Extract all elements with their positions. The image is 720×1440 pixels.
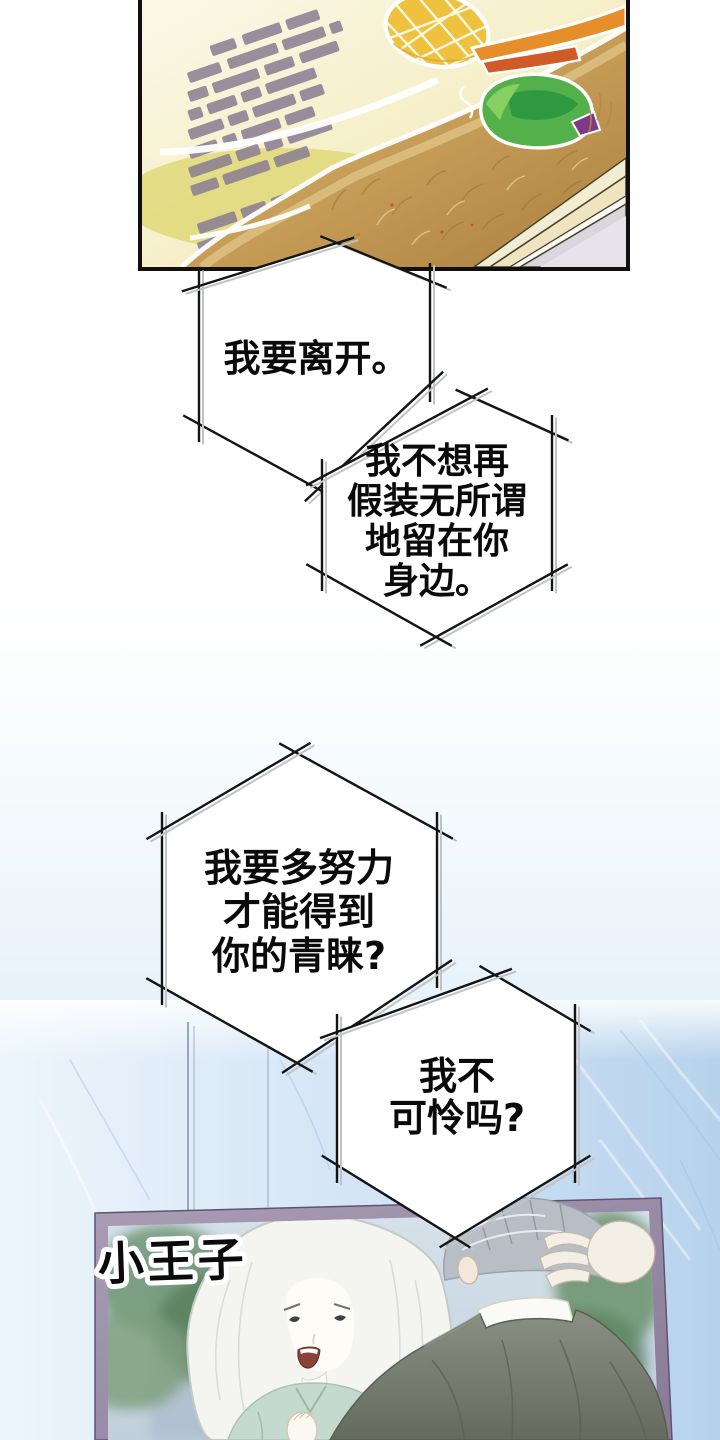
prince-scarf — [469, 4, 626, 76]
speech-bubble-2-line-1: 我不想再 — [365, 441, 509, 482]
book-illustration-panel — [138, 0, 630, 271]
speech-bubble-1 — [181, 235, 452, 505]
man-ear — [457, 1255, 479, 1285]
speech-bubble-3-line-1: 我要多努力 — [204, 846, 394, 890]
sparkle-swoosh — [159, 76, 474, 241]
speech-bubble-1-line-1: 我要离开。 — [224, 337, 409, 380]
prince-figure — [383, 0, 626, 150]
tv-show-title: 小王子 — [97, 1232, 249, 1291]
speech-bubble-2 — [305, 387, 573, 650]
tv-scene: 小王子 — [0, 1000, 720, 1440]
bottom-scene: 小王子 — [0, 980, 720, 1440]
speech-bubble-2-line-3: 地留在你 — [365, 521, 509, 562]
book-illustration — [142, 0, 626, 267]
speech-bubble-3-line-3: 你的青睐? — [211, 934, 386, 978]
woman-hand — [286, 1411, 318, 1440]
speech-bubble-3-line-2: 才能得到 — [223, 890, 375, 934]
book-page-edge — [472, 157, 626, 267]
speech-bubble-2-line-4: 身边。 — [383, 561, 491, 602]
speech-bubble-2-line-2: 假装无所谓 — [347, 481, 527, 522]
prince-jacket — [479, 72, 602, 150]
prince-hair — [383, 0, 496, 70]
tv: 小王子 — [92, 1197, 673, 1440]
grass-tufts — [588, 91, 613, 133]
man-suit — [329, 1309, 669, 1440]
